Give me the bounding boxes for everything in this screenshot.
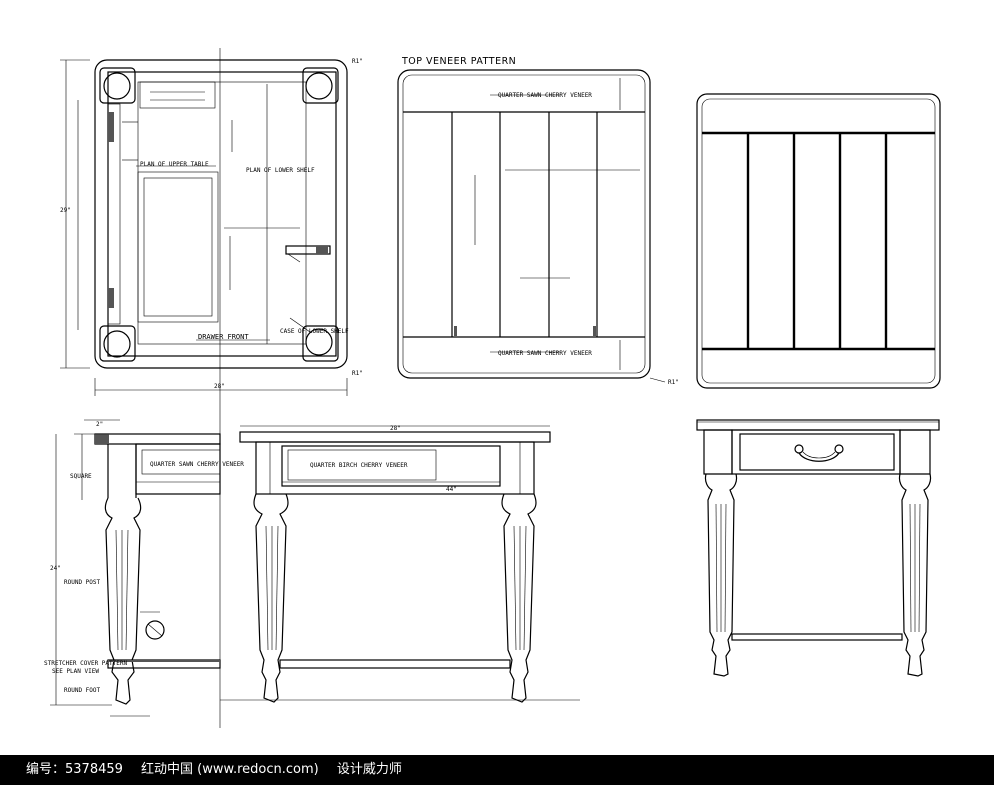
drawer-handle-icon [794,444,844,462]
corner-post-tl [99,67,136,104]
square-label: SQUARE [70,473,92,480]
corner-post-tr [302,67,339,104]
radius-label-b: R1" [352,370,363,377]
drawer-front-label: DRAWER FRONT [198,333,249,341]
radius-label-a: R1" [352,58,363,65]
case-lower-label: CASE OF LOWER SHELF [280,328,349,335]
top-thickness-dim: 2" [96,421,103,428]
drawer-width-dim: 44" [446,486,457,493]
corner-post-br [302,325,339,362]
top-veneer-pattern: TOP VENEER PATTERN QUARTER SAWN CHERRY V… [397,56,679,386]
stretcher-label: STRETCHER COVER PATTERN [44,660,127,667]
round-post-label: ROUND POST [64,579,101,586]
table-render [696,419,940,677]
plan-lower-label: PLAN OF LOWER SHELF [246,167,315,174]
footer-site[interactable]: 红动中国 (www.redocn.com) [141,762,319,777]
side-elevation: SQUARE ROUND POST STRETCHER COVER PATTER… [44,419,221,717]
drawer-veneer-label-a: QUARTER SAWN CHERRY VENEER [150,461,244,468]
plan-view: R1" R1" PLAN OF UPPER TABLE PLAN OF LOWE… [60,58,363,396]
top-render [696,93,941,389]
front-width-dim: 28" [390,425,401,432]
footer-id: 编号：5378459 [26,762,123,777]
drawer-veneer-label-b: QUARTER BIRCH CHERRY VENEER [310,462,408,469]
round-foot-label: ROUND FOOT [64,687,101,694]
veneer-title: TOP VENEER PATTERN [401,56,516,67]
see-plan-label: SEE PLAN VIEW [52,668,99,675]
footer-slogan: 设计威力师 [336,762,402,777]
plan-width-dim: 28" [214,383,225,390]
radius-label-c: R1" [668,379,679,386]
veneer-top-label-b: QUARTER SAWN CHERRY VENEER [498,350,592,357]
plan-upper-label: PLAN OF UPPER TABLE [140,161,209,168]
plan-depth-dim: 29" [60,207,71,214]
veneer-top-label-a: QUARTER SAWN CHERRY VENEER [498,92,592,99]
watermark-footer: 编号：5378459 红动中国 (www.redocn.com) 设计威力师 [0,755,994,785]
furniture-drawing: R1" R1" PLAN OF UPPER TABLE PLAN OF LOWE… [44,48,941,728]
corner-post-bl [99,325,136,362]
height-dim: 24" [50,565,61,572]
front-elevation: 28" QUARTER BIRCH CHERRY VENEER QUARTER … [150,425,580,703]
